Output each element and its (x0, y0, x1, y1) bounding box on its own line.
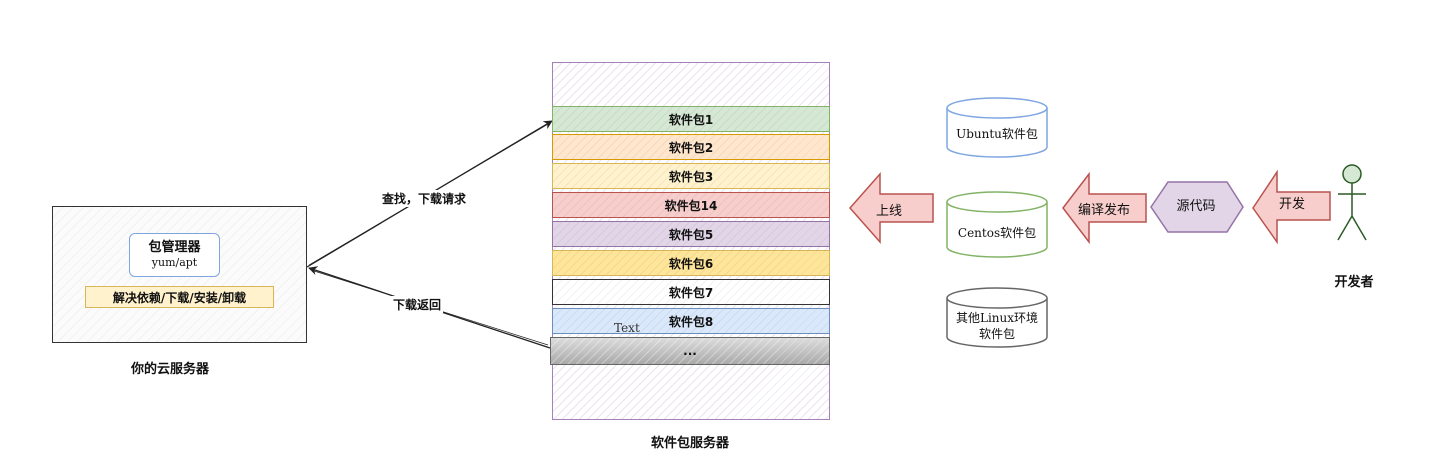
upload-arrow-shape (848, 172, 934, 244)
source-code-label: 源代码 (1176, 199, 1216, 214)
compile-publish-label: 编译发布 (1078, 203, 1131, 218)
package-row: 软件包6 (552, 250, 830, 276)
ubuntu-repo-label: Ubuntu软件包 (956, 127, 1038, 141)
package-row-label: 软件包7 (668, 285, 714, 300)
developer-label: 开发者 (1334, 275, 1374, 290)
package-row: 软件包14 (552, 192, 830, 218)
client-server-label: 你的云服务器 (130, 362, 209, 377)
response-arrow-label: 下载返回 (391, 296, 444, 313)
package-manager-box: 包管理器 yum/apt (129, 233, 220, 277)
flow-shapes (848, 164, 1367, 245)
package-row: 软件包2 (552, 134, 830, 160)
package-row: 软件包1 (552, 106, 830, 132)
package-manager-subtitle: yum/apt (151, 256, 198, 269)
ubuntu-cylinder (946, 97, 1048, 158)
centos-cylinder (946, 191, 1048, 258)
stray-text-label: Text (614, 321, 640, 335)
developer-actor-icon (1337, 164, 1367, 241)
compile-publish-arrow-shape (1062, 171, 1147, 245)
package-row: 软件包5 (552, 221, 830, 247)
package-row-label: 软件包6 (668, 256, 714, 271)
other-linux-repo-label-line1: 其他Linux环境 (955, 311, 1039, 325)
source-code-hexagon (1150, 181, 1244, 233)
package-row: 软件包8 (552, 308, 830, 334)
package-row-label: 软件包1 (668, 112, 714, 127)
package-row-label: 软件包2 (668, 140, 714, 155)
package-row-label: 软件包3 (668, 169, 714, 184)
package-manager-title: 包管理器 (148, 240, 201, 255)
repo-cylinders (946, 97, 1048, 348)
package-row-label: 软件包14 (664, 198, 718, 213)
other-linux-repo-label-line2: 软件包 (978, 327, 1015, 341)
package-row-label: 软件包5 (668, 227, 714, 242)
develop-arrow-shape (1252, 169, 1331, 245)
package-more-row: ... (550, 337, 830, 365)
package-row: 软件包7 (552, 279, 830, 305)
package-server-label: 软件包服务器 (650, 436, 729, 451)
centos-repo-label: Centos软件包 (957, 226, 1037, 240)
other-linux-cylinder (946, 287, 1048, 348)
package-row-label: 软件包8 (668, 314, 714, 329)
operations-box: 解决依赖/下载/安装/卸载 (85, 286, 274, 308)
package-row: 软件包3 (552, 163, 830, 189)
request-arrow-label: 查找，下载请求 (380, 190, 469, 207)
other-linux-repo-label: 其他Linux环境 软件包 (946, 310, 1048, 342)
develop-label: 开发 (1279, 197, 1306, 212)
upload-label: 上线 (876, 204, 903, 219)
